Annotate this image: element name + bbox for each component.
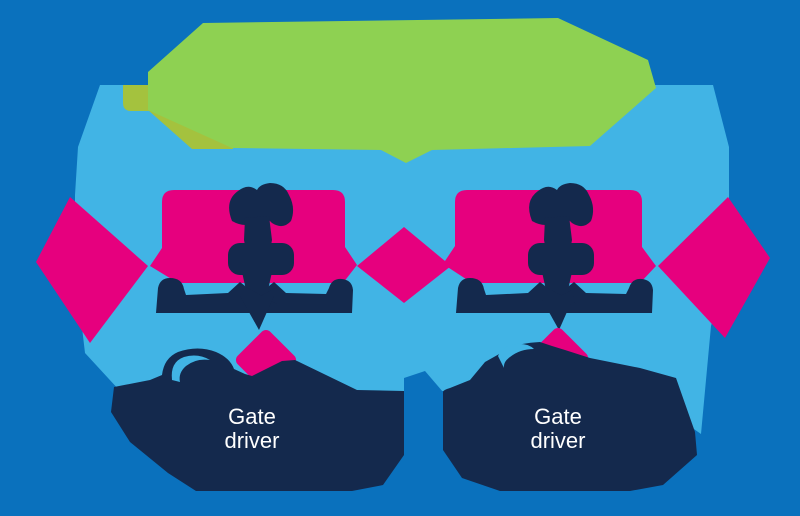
right-magenta-diamond	[658, 197, 770, 338]
transistor-base	[528, 243, 594, 275]
gate-driver-block-left	[111, 348, 404, 491]
transistor-cluster-right	[456, 183, 653, 330]
gate-driver-label-left: Gate driver	[224, 404, 279, 453]
gate-driver-label-right: Gate driver	[530, 404, 585, 453]
wing-band	[456, 278, 653, 313]
gate-driver-label-right-line2: driver	[530, 428, 585, 453]
gap-wedge	[404, 371, 443, 500]
transistor-base	[228, 243, 294, 275]
gate-driver-label-left-line2: driver	[224, 428, 279, 453]
transistor-head-icon	[229, 183, 294, 227]
gate-driver-block-right	[443, 342, 697, 491]
hook-curl-highlight-left	[171, 355, 210, 382]
green-banner	[148, 18, 656, 163]
wing-band	[156, 278, 353, 313]
hook-curl-highlight-right	[498, 343, 534, 368]
connector-v	[540, 296, 574, 330]
transistor-neck	[542, 272, 572, 290]
gate-driver-label-right-line1: Gate	[534, 404, 582, 429]
gate-driver-label-left-line1: Gate	[228, 404, 276, 429]
transistor-neck	[242, 272, 272, 290]
transistor-head-icon	[529, 183, 594, 227]
connector-v	[240, 296, 274, 330]
left-magenta-diamond	[36, 197, 148, 343]
center-magenta-diamond	[357, 227, 451, 303]
transistor-cluster-left	[156, 183, 353, 330]
